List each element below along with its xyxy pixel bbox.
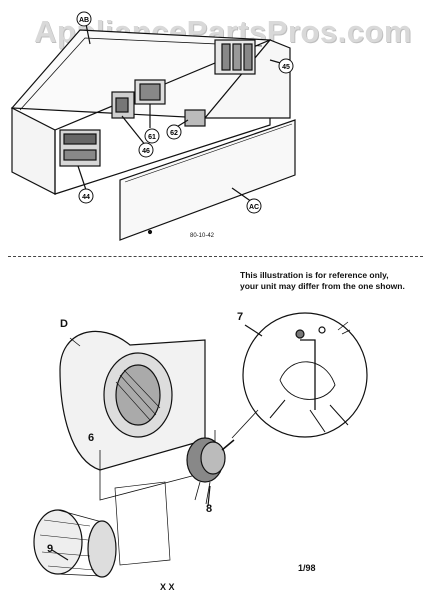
label-8: 8 — [206, 503, 213, 515]
drawing-code: 80-10-42 — [190, 233, 215, 239]
callout-61: 61 — [148, 134, 156, 141]
reference-note-line-1: This illustration is for reference only, — [240, 270, 389, 280]
label-6: 6 — [88, 432, 95, 444]
callout-ab: AB — [79, 17, 89, 24]
callout-62: 62 — [170, 130, 178, 137]
blower-assembly-drawing — [33, 312, 368, 578]
label-d: D — [60, 318, 68, 330]
reference-note: This illustration is for reference only,… — [240, 270, 405, 292]
footer-marks: X X — [160, 582, 175, 592]
label-9: 9 — [47, 543, 54, 555]
callout-45: 45 — [282, 64, 290, 71]
footer-date: 1/98 — [298, 563, 316, 573]
control-box-drawing: AB 45 61 46 62 44 AC — [10, 11, 296, 241]
callout-46: 46 — [142, 148, 150, 155]
callout-ac: AC — [249, 204, 259, 211]
label-7: 7 — [237, 311, 244, 323]
section-divider — [8, 256, 423, 257]
reference-note-line-2: your unit may differ from the one shown. — [240, 281, 405, 291]
callout-44: 44 — [82, 194, 90, 201]
